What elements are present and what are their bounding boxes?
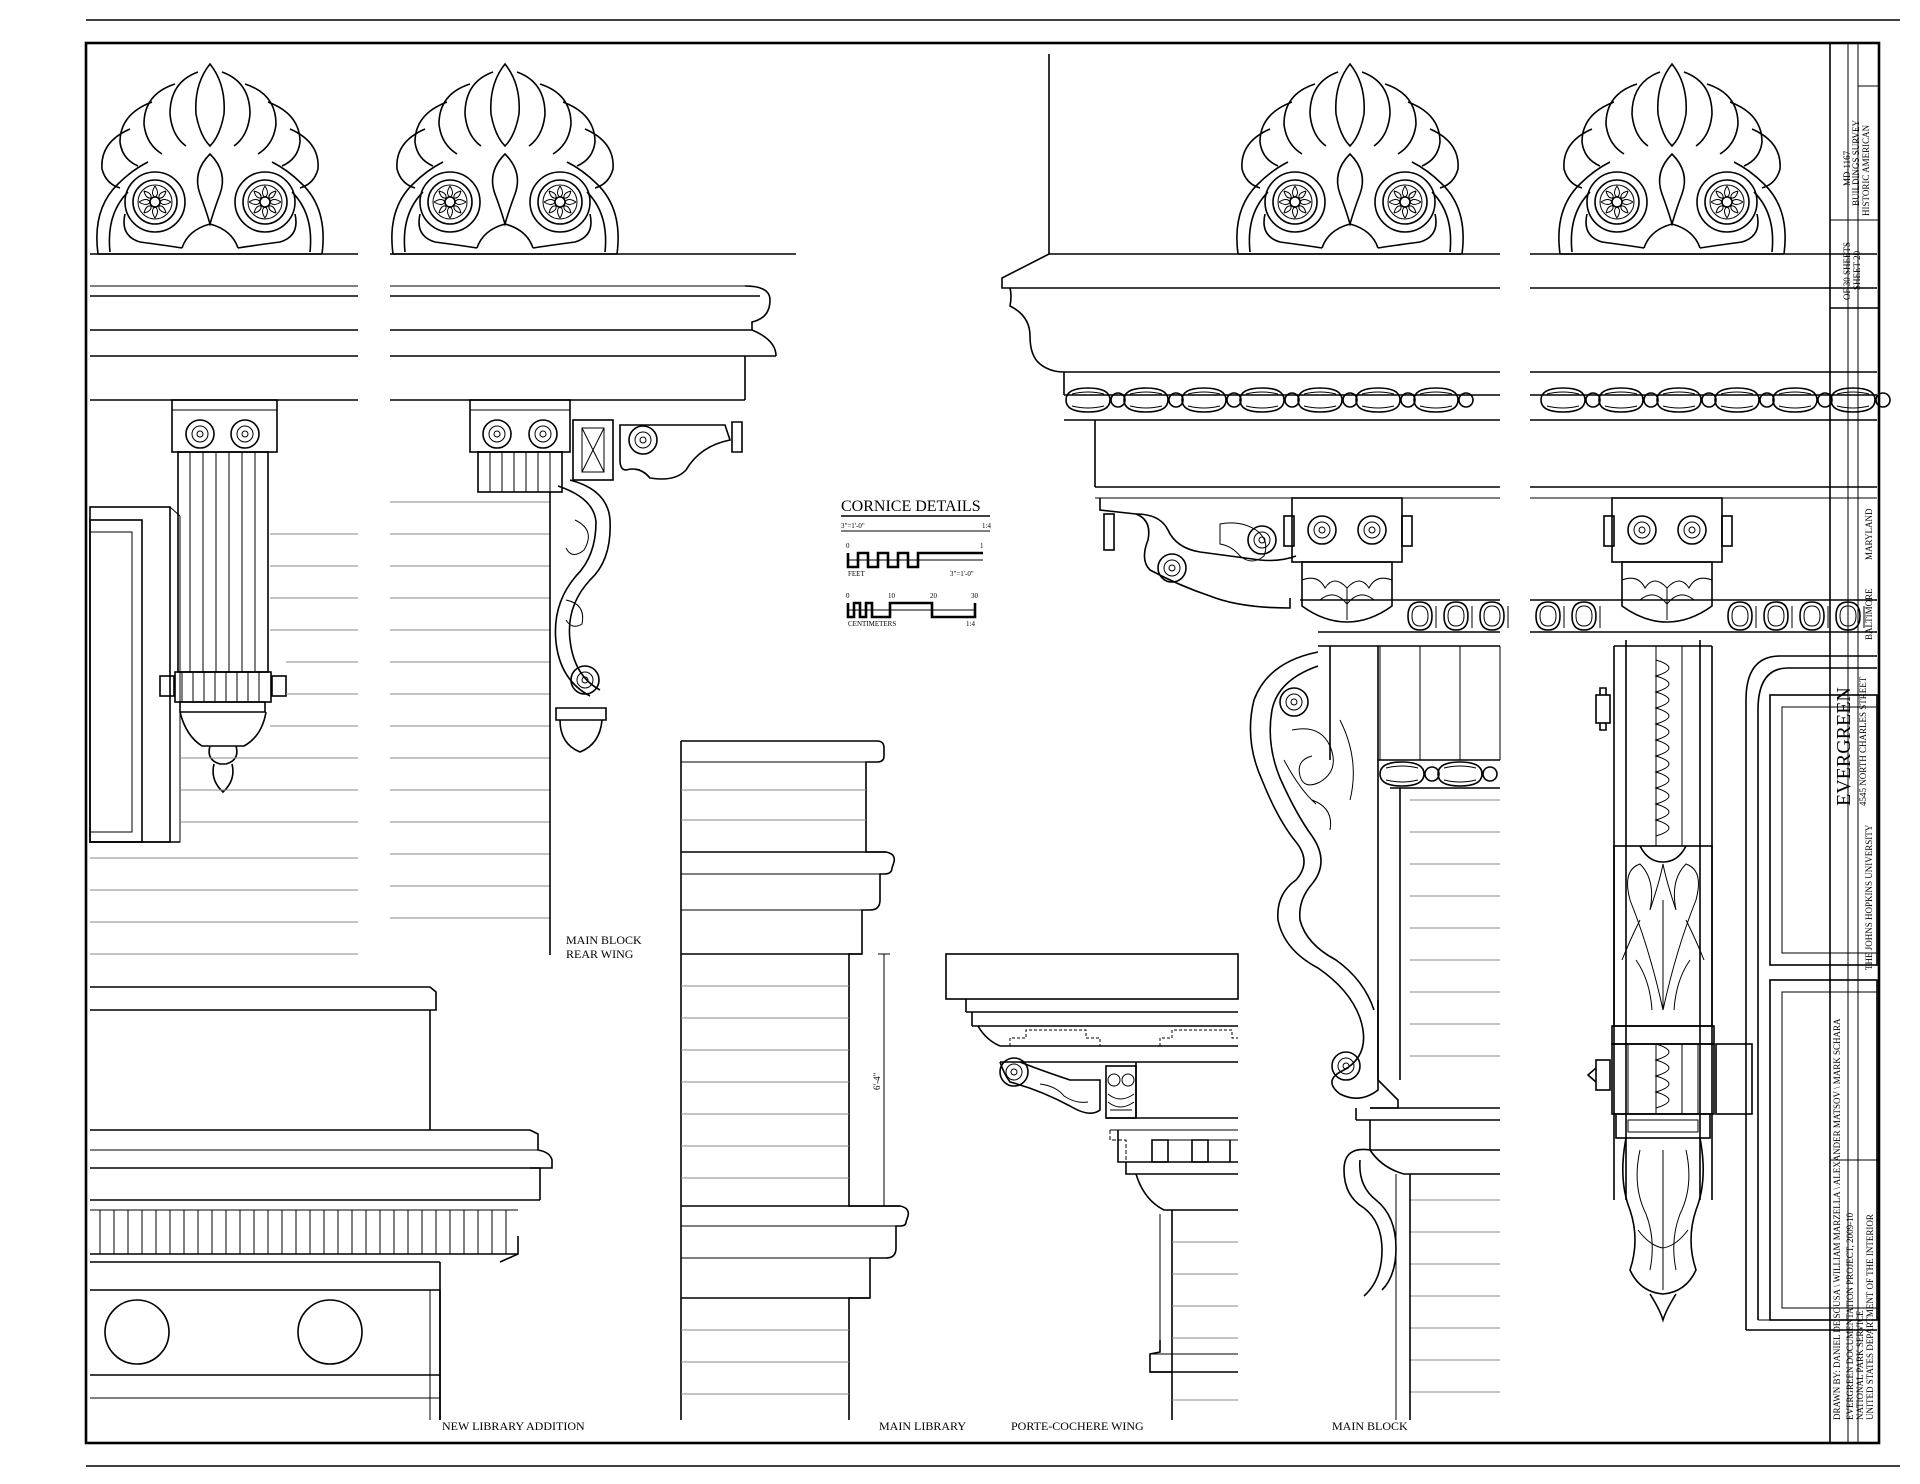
sheet-number: SHEET 20 <box>1852 250 1862 290</box>
title-block: HISTORIC AMERICAN BUILDINGS SURVEY MD-11… <box>1829 43 1879 1443</box>
department: UNITED STATES DEPARTMENT OF THE INTERIOR <box>1865 1214 1875 1420</box>
feet-scale-note: 3"=1'-0" <box>950 570 974 578</box>
cm-ratio: 1:4 <box>966 620 975 628</box>
agency: NATIONAL PARK SERVICE <box>1855 1310 1865 1420</box>
feet-label: FEET <box>848 570 865 578</box>
cornice-porte-cochere-wing <box>945 953 1239 1420</box>
label-new-library-addition: NEW LIBRARY ADDITION <box>442 1419 585 1433</box>
antefix-cut-4 <box>935 64 1161 254</box>
dimension-label: 6'-4" <box>872 1072 882 1090</box>
scale-ratio-right: 1:4 <box>982 522 991 530</box>
label-main-block: MAIN BLOCK <box>566 933 642 947</box>
cm-tick-0: 0 <box>846 592 850 600</box>
cm-tick-10: 10 <box>888 592 896 600</box>
feet-zero: 0 <box>846 542 850 550</box>
antefix-cut-3 <box>719 64 945 254</box>
sheet-total: OF 30 SHEETS <box>1842 242 1852 300</box>
haber-line-1: HISTORIC AMERICAN <box>1861 124 1871 216</box>
state: MARYLAND <box>1864 508 1874 560</box>
cornice-main-block <box>1001 54 1891 1420</box>
city: BALTIMORE <box>1864 588 1874 640</box>
feet-one: 1 <box>980 542 984 550</box>
cornice-main-library: 6'-4" <box>680 740 910 1420</box>
project: EVERGREEN DOCUMENTATION PROJECT, 2009-10 <box>1845 1212 1855 1420</box>
cm-tick-30: 30 <box>971 592 979 600</box>
cornice-main-block-rear-wing <box>89 253 796 955</box>
cornice-new-library-addition <box>90 986 553 1420</box>
label-porte-cochere-wing: PORTE-COCHERE WING <box>1011 1419 1144 1433</box>
label-main-block-right: MAIN BLOCK <box>1332 1419 1408 1433</box>
building-name: EVERGREEN <box>1833 687 1855 806</box>
label-rear-wing: REAR WING <box>566 947 634 961</box>
scale-block: CORNICE DETAILS 3"=1'-0" 1:4 0 1 FEET 3"… <box>841 498 991 628</box>
antefix-row-left <box>97 64 618 254</box>
haber-line-2: BUILDINGS SURVEY <box>1851 119 1861 206</box>
detail-title: CORNICE DETAILS <box>841 498 981 515</box>
label-main-library: MAIN LIBRARY <box>879 1419 966 1433</box>
haber-line-3: MD-1167 <box>1842 150 1852 186</box>
scale-ratio-left: 3"=1'-0" <box>841 522 865 530</box>
antefix-row-right <box>1237 64 1785 254</box>
drawn-by: DRAWN BY: DANIEL DE SOUSA \ WILLIAM MARZ… <box>1832 1018 1842 1420</box>
egg-dart-row <box>1407 601 1865 631</box>
bead-reel-row <box>1065 387 1891 413</box>
building-address: 4545 NORTH CHARLES STREET <box>1858 676 1868 806</box>
cm-tick-20: 20 <box>930 592 938 600</box>
cm-label: CENTIMETERS <box>848 620 896 628</box>
owner: THE JOHNS HOPKINS UNIVERSITY <box>1864 824 1874 970</box>
